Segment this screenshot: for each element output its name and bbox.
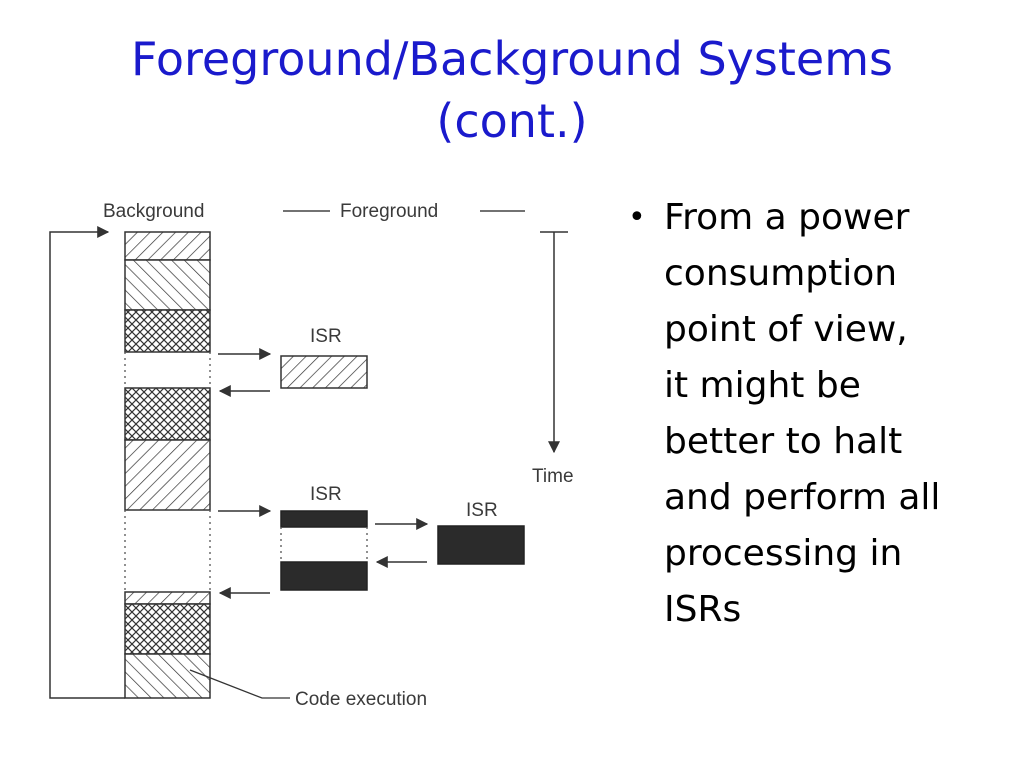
slide-title-line-1: Foreground/Background Systems [131, 32, 893, 86]
code-execution-label: Code execution [295, 689, 427, 710]
bg-block-cross-1 [124, 309, 211, 353]
bullet-line-7: processing in [664, 533, 903, 574]
bullet-line-2: consumption [664, 253, 898, 294]
background-label: Background [103, 201, 204, 222]
foreground-label: Foreground [340, 201, 438, 222]
isr-2-block-top [280, 510, 368, 528]
bullet-line-3: point of view, [664, 309, 908, 350]
nested-isr-block [437, 525, 525, 565]
bg-block-cross-2 [124, 387, 211, 441]
loop-back-line [49, 226, 125, 699]
bullet-line-6: and perform all [664, 477, 941, 518]
bg-block-hatch-a-1 [124, 231, 211, 261]
bullet-line-4: it might be [664, 365, 861, 406]
bullet-item: • From a power consumption point of view… [622, 190, 1012, 638]
bg-block-hatch-a-3 [124, 591, 211, 605]
bullet-line-5: better to halt [664, 421, 903, 462]
bg-block-hatch-b-2 [124, 653, 211, 699]
foreground-background-diagram: Background Foreground ISR ISR ISR Time C… [49, 201, 574, 710]
isr-1-label: ISR [310, 326, 342, 347]
isr-2-label: ISR [310, 484, 342, 505]
bg-block-hatch-a-2 [124, 439, 211, 511]
isr-1-block [280, 355, 368, 389]
bg-block-cross-3 [124, 603, 211, 655]
time-label: Time [532, 466, 574, 487]
bullet-line-8: ISRs [664, 589, 742, 630]
bullet-line-1: From a power [664, 197, 910, 238]
bg-block-hatch-b-1 [124, 259, 211, 311]
bullet-marker: • [628, 200, 646, 235]
nested-isr-label: ISR [466, 500, 498, 521]
slide-title: Foreground/Background Systems (cont.) [40, 28, 984, 152]
bullet-list: • From a power consumption point of view… [622, 190, 1012, 638]
slide-title-line-2: (cont.) [436, 94, 588, 148]
isr-2-block-bottom [280, 561, 368, 591]
code-execution-leader [189, 669, 290, 699]
